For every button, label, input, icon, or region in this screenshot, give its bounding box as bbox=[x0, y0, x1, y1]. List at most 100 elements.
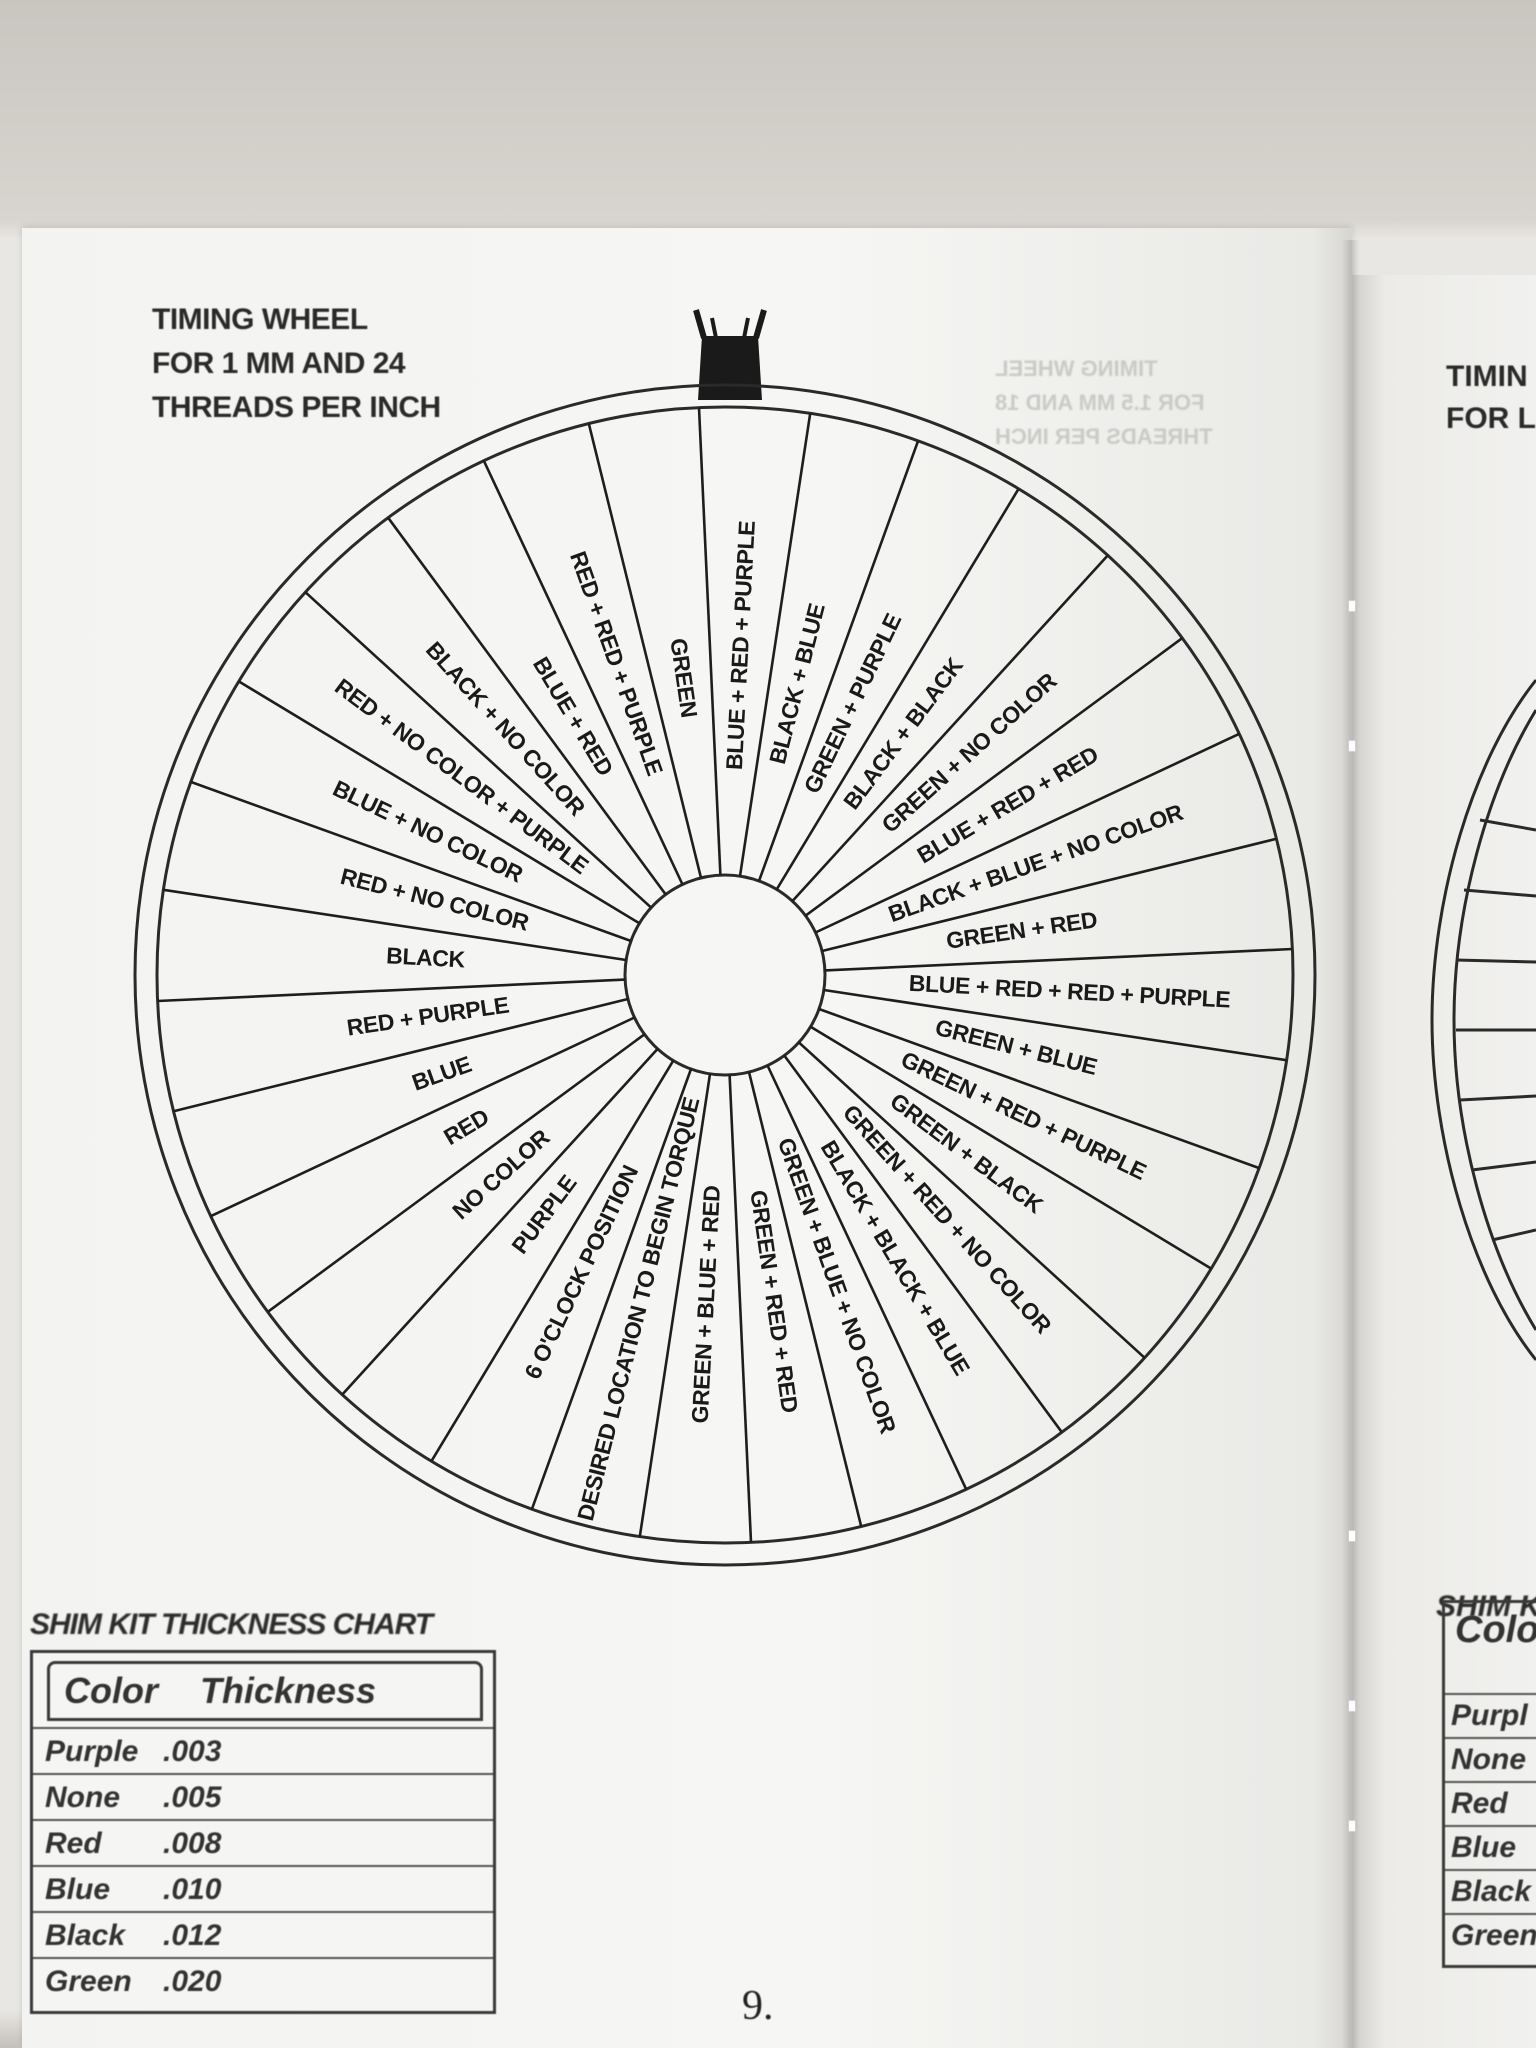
wheel-outer-ring bbox=[133, 383, 1317, 1567]
right-title-line: TIMIN bbox=[1446, 360, 1528, 393]
wheel-spoke bbox=[738, 413, 812, 877]
right-page-title: TIMIN FOR L bbox=[1446, 356, 1536, 440]
wheel-spoke bbox=[304, 591, 652, 909]
wheel-spoke bbox=[747, 1071, 863, 1527]
wheel-segment-label: RED bbox=[439, 1103, 493, 1150]
shim-color: Green bbox=[45, 1965, 132, 1998]
table-row: Purple .003 bbox=[33, 1727, 493, 1775]
right-title-line: FOR L bbox=[1446, 402, 1536, 435]
wheel-segment-label: GREEN + BLUE + RED bbox=[687, 1185, 725, 1424]
wheel-spoke bbox=[823, 988, 1287, 1062]
shim-color: Purple bbox=[45, 1735, 139, 1768]
wheel-segment-label: BLUE bbox=[408, 1051, 474, 1096]
table-row: None bbox=[1445, 1737, 1536, 1783]
wheel-segment-label: PURPLE bbox=[506, 1170, 581, 1258]
wheel-spoke bbox=[804, 637, 1184, 917]
wheel-segment-label: BLUE + RED + RED + PURPLE bbox=[908, 970, 1231, 1013]
book-gutter bbox=[1342, 240, 1360, 2048]
page-number: 9. bbox=[742, 1983, 774, 2029]
right-shim-table: Colo Purpl None Red Blue Black Green bbox=[1442, 1600, 1536, 1968]
wheel-spoke bbox=[809, 1025, 1212, 1270]
wheel-spoke bbox=[798, 1041, 1146, 1359]
shim-header-thickness: Thickness bbox=[200, 1670, 377, 1711]
wheel-spoke bbox=[482, 460, 684, 886]
table-row: Blue .010 bbox=[33, 1865, 493, 1913]
binding-stitch bbox=[1348, 1700, 1356, 1712]
binding-stitch bbox=[1348, 1820, 1356, 1832]
shim-color: Blue bbox=[45, 1873, 111, 1906]
wheel-inner-ring bbox=[155, 405, 1295, 1545]
wheel-title-line: TIMING WHEEL bbox=[152, 303, 368, 336]
wheel-segment-label: GREEN bbox=[665, 636, 702, 719]
right-shim-color: Green bbox=[1451, 1919, 1536, 1952]
table-row: Purpl bbox=[1445, 1693, 1536, 1739]
wheel-spoke bbox=[430, 1059, 675, 1462]
wheel-spoke bbox=[791, 554, 1109, 902]
table-row: Green .020 bbox=[33, 1957, 493, 2005]
right-shim-color: Purpl bbox=[1451, 1699, 1528, 1732]
wheel-spoke bbox=[818, 1007, 1260, 1170]
wheel-spoke bbox=[728, 1074, 753, 1543]
wheel-spoke bbox=[697, 407, 722, 876]
wheel-segment-label: BLACK bbox=[386, 942, 467, 972]
table-row: Red .008 bbox=[33, 1819, 493, 1867]
wheel-spoke bbox=[775, 488, 1020, 891]
shim-thickness: .012 bbox=[163, 1919, 222, 1952]
shim-thickness: .005 bbox=[163, 1781, 222, 1814]
wheel-spoke bbox=[266, 1033, 646, 1313]
wheel-spoke bbox=[387, 516, 667, 896]
binding-stitch bbox=[1348, 1530, 1356, 1542]
table-row: Black .012 bbox=[33, 1911, 493, 1959]
shim-color: None bbox=[45, 1781, 120, 1814]
shim-color: Red bbox=[45, 1827, 102, 1860]
wheel-hub bbox=[623, 873, 827, 1077]
wheel-segment-label: GREEN + RED bbox=[944, 906, 1098, 954]
table-row: None .005 bbox=[33, 1773, 493, 1821]
binding-stitch bbox=[1348, 600, 1356, 612]
right-shim-color: Red bbox=[1451, 1787, 1508, 1820]
wheel-spoke bbox=[757, 440, 920, 882]
wheel-spoke bbox=[814, 732, 1240, 934]
shim-thickness: .020 bbox=[163, 1965, 222, 1998]
wheel-spoke bbox=[238, 680, 641, 925]
right-shim-color: None bbox=[1451, 1743, 1526, 1776]
binding-stitch bbox=[1348, 740, 1356, 752]
wheel-spoke bbox=[766, 1064, 968, 1490]
shim-thickness: .008 bbox=[163, 1827, 222, 1860]
shim-thickness: .003 bbox=[163, 1735, 222, 1768]
wheel-spoke bbox=[157, 978, 626, 1003]
table-row: Blue bbox=[1445, 1825, 1536, 1871]
wheel-spoke bbox=[341, 1048, 659, 1396]
wheel-title: TIMING WHEEL FOR 1 MM AND 24 THREADS PER… bbox=[152, 298, 512, 430]
wheel-spoke bbox=[173, 997, 629, 1113]
wheel-segment-label: BLUE + RED + PURPLE bbox=[721, 520, 760, 770]
wheel-spoke bbox=[163, 888, 627, 962]
table-row: Green bbox=[1445, 1913, 1536, 1959]
wheel-spoke bbox=[821, 837, 1277, 953]
wheel-spoke bbox=[587, 423, 703, 879]
wheel-spokes bbox=[157, 407, 1293, 1543]
wheel-spoke bbox=[824, 947, 1293, 972]
shim-header-color: Color bbox=[64, 1670, 158, 1711]
shim-chart-title: SHIM KIT THICKNESS CHART bbox=[30, 1608, 433, 1641]
right-shim-color: Blue bbox=[1451, 1831, 1517, 1864]
wheel-title-line: FOR 1 MM AND 24 bbox=[152, 347, 406, 380]
wheel-spoke bbox=[530, 1068, 693, 1510]
right-shim-title: SHIM K bbox=[1436, 1590, 1536, 1623]
shim-table-header: Color Thickness bbox=[47, 1661, 483, 1721]
wheel-title-line: THREADS PER INCH bbox=[152, 391, 441, 424]
shim-thickness: .010 bbox=[163, 1873, 222, 1906]
shim-thickness-table: Color Thickness Purple .003 None .005 Re… bbox=[30, 1650, 496, 2014]
wheel-spoke bbox=[638, 1073, 712, 1537]
right-shim-header: Colo bbox=[1455, 1609, 1536, 1651]
wheel-spoke bbox=[210, 1016, 636, 1218]
wheel-segment-label: DESIRED LOCATION TO BEGIN TORQUE bbox=[572, 1095, 704, 1524]
right-wheel-fragment bbox=[1430, 679, 1536, 1361]
table-row: Red bbox=[1445, 1781, 1536, 1827]
shim-color: Black bbox=[45, 1919, 126, 1952]
wheel-spoke bbox=[783, 1054, 1063, 1434]
wheel-spoke bbox=[190, 780, 632, 943]
right-shim-color: Black bbox=[1451, 1875, 1532, 1908]
wheel-segment-label: GREEN + RED + RED bbox=[745, 1188, 803, 1414]
